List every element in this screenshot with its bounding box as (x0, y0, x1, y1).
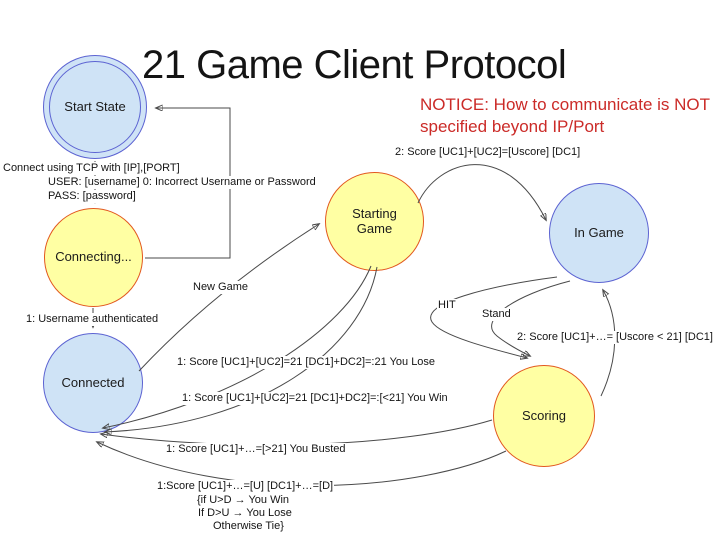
state-label: Starting Game (352, 205, 397, 236)
state-starting-game: Starting Game (325, 172, 424, 271)
label-busted: 1: Score [UC1]+…=[>21] You Busted (165, 443, 347, 456)
state-label: Connecting... (55, 249, 132, 265)
state-start-state: Start State (43, 55, 147, 159)
state-connected: Connected (43, 333, 143, 433)
state-label: Scoring (521, 407, 567, 423)
label-user-command: USER: [username] 0: Incorrect Username o… (47, 176, 317, 189)
edge-scoring-to-connected-busted (101, 419, 493, 446)
label-connect-tcp: Connect using TCP with [IP],[PORT] (2, 162, 181, 175)
label-deal-score: 2: Score [UC1]+[UC2]=[Uscore] [DC1] (394, 146, 582, 159)
state-label: In Game (574, 224, 624, 240)
label-win-21: 1: Score [UC1]+[UC2]=21 [DC1]+DC2]=:[<21… (181, 392, 449, 405)
label-hit-result: 2: Score [UC1]+…= [Uscore < 21] [DC1] (516, 331, 714, 344)
label-lose-21: 1: Score [UC1]+[UC2]=21 [DC1]+DC2]=:21 Y… (176, 356, 437, 369)
edge-connected-to-starting-game (138, 224, 319, 372)
label-final-score: 1:Score [UC1]+…=[U] [DC1]+…=[D] (156, 480, 335, 493)
label-stand: Stand (481, 308, 512, 321)
label-username-authenticated: 1: Username authenticated (25, 313, 160, 326)
state-scoring: Scoring (493, 365, 595, 467)
state-label: Start State (64, 98, 126, 114)
label-final-if-win: {if U>D → You Win (196, 494, 291, 507)
state-in-game: In Game (549, 183, 649, 283)
edge-starting-game-to-in-game (417, 164, 546, 220)
slide-title: 21 Game Client Protocol (142, 43, 567, 87)
label-final-tie: Otherwise Tie} (212, 520, 285, 533)
state-label: Connected (61, 374, 125, 390)
label-final-if-lose: If D>U → You Lose (197, 507, 293, 520)
label-pass-command: PASS: [password] (47, 190, 137, 203)
label-hit: HIT (437, 299, 457, 312)
notice-text: NOTICE: How to communicate is NOT specif… (420, 95, 711, 136)
state-connecting: Connecting... (44, 208, 143, 307)
label-new-game: New Game (192, 281, 250, 294)
